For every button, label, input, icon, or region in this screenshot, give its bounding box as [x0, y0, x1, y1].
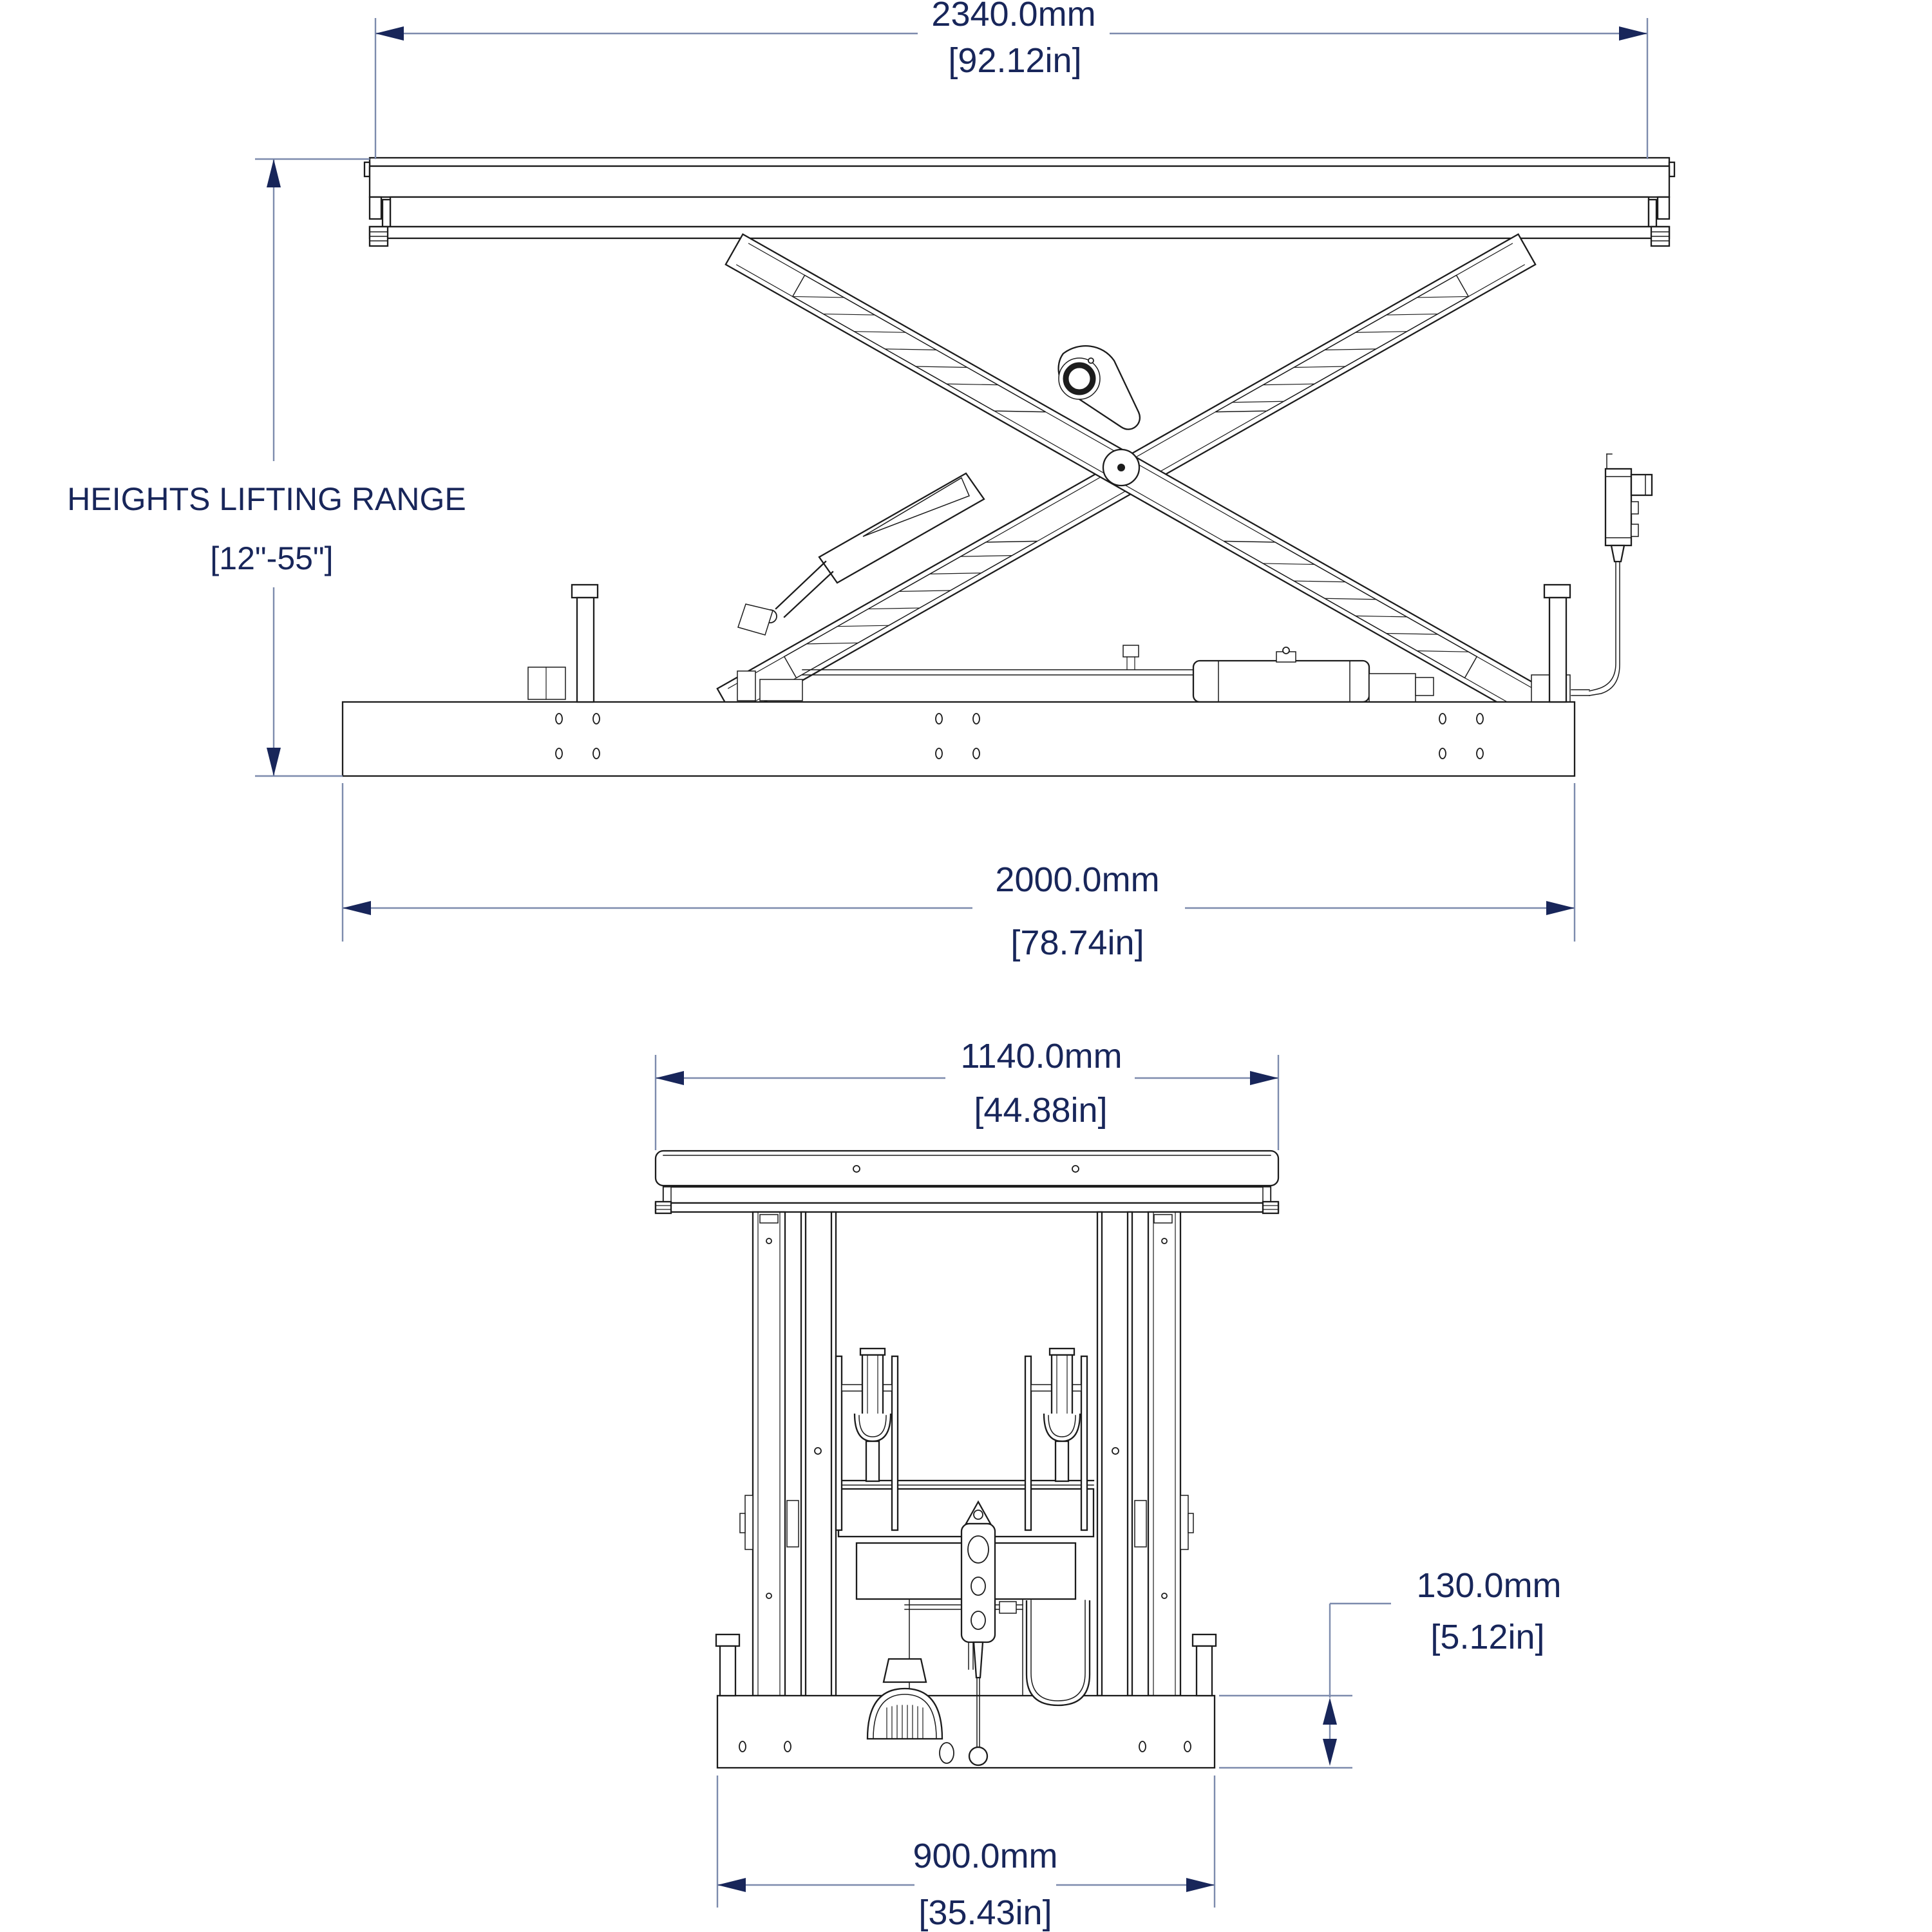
front-clevis-left [835, 1347, 899, 1531]
dimension-front-base-width: 900.0mm [35.43in] [716, 1776, 1216, 1932]
front-limit-post-right [1191, 1633, 1217, 1697]
dimension-side-top-width: 2340.0mm [92.12in] [374, 0, 1649, 159]
dimension-lifting-range: HEIGHTS LIFTING RANGE [12"-55"] [67, 158, 466, 777]
dim-side-base-width-mm: 2000.0mm [995, 860, 1159, 899]
cable-end-ring [968, 1746, 989, 1766]
dim-front-base-height-mm: 130.0mm [1416, 1566, 1561, 1605]
pendant-connector [1630, 473, 1653, 497]
cable-strain-relief [972, 1641, 984, 1679]
dim-side-top-width-mm: 2340.0mm [931, 0, 1095, 33]
roller-ring [1063, 362, 1096, 395]
pendant-cable [1589, 561, 1616, 692]
side-limit-post-right [1543, 583, 1571, 703]
pendant-button-stop [971, 1611, 986, 1630]
side-base-frame [341, 701, 1576, 777]
front-base-frame [716, 1694, 1216, 1769]
side-elevation-view: 2340.0mm [92.12in] HEIGHTS LIFTING RANGE… [67, 0, 1676, 962]
front-limit-post-left [715, 1633, 741, 1697]
front-elevation-view: 1140.0mm [44.88in] 130.0mm [5.12in] 900.… [654, 1037, 1562, 1932]
front-platform-ribbed-end-right [1262, 1200, 1280, 1215]
dimension-front-base-height: 130.0mm [5.12in] [1219, 1566, 1562, 1769]
front-platform-ribbed-end-left [654, 1200, 672, 1215]
dim-side-base-width-in: [78.74in] [1010, 923, 1144, 962]
dim-front-base-height-in: [5.12in] [1430, 1618, 1544, 1656]
dimension-front-platform-width: 1140.0mm [44.88in] [654, 1037, 1280, 1150]
base-bolt-holes [555, 713, 1484, 759]
motor-grille [886, 1705, 923, 1739]
arm-web-hatch [791, 274, 1478, 679]
cable-strain-relief [1610, 544, 1625, 563]
base-center-slot [939, 1742, 954, 1764]
side-scissor-mechanism [716, 233, 1545, 720]
power-unit [1192, 647, 1434, 703]
front-hydraulic-tank [1025, 1600, 1091, 1707]
pendant-button-down [971, 1577, 986, 1596]
pendant-button-up [967, 1535, 989, 1564]
platform-ribbed-end-right [1650, 225, 1671, 247]
side-base-equipment [527, 645, 1571, 703]
front-platform [654, 1150, 1280, 1215]
side-limit-post-left [571, 583, 599, 703]
front-pendant-control [960, 1500, 996, 1766]
side-pendant-control [1571, 453, 1653, 696]
side-platform [363, 156, 1676, 247]
dim-front-base-width-mm: 900.0mm [913, 1837, 1057, 1875]
dimension-side-base-width: 2000.0mm [78.74in] [341, 783, 1576, 962]
lifting-range-value: [12"-55"] [210, 540, 333, 576]
front-clevis-right [1024, 1347, 1088, 1531]
dim-front-base-width-in: [35.43in] [918, 1893, 1052, 1932]
center-pivot [1102, 448, 1141, 487]
front-motor [866, 1658, 943, 1740]
front-columns [739, 1211, 1194, 1697]
roller-bracket [1057, 345, 1141, 430]
platform-ribbed-end-left [368, 225, 389, 247]
dim-front-platform-width-mm: 1140.0mm [960, 1037, 1122, 1075]
dim-front-platform-width-in: [44.88in] [974, 1091, 1107, 1130]
arm-web-hatch [783, 274, 1470, 679]
lifting-range-label: HEIGHTS LIFTING RANGE [67, 481, 466, 517]
dim-side-top-width-in: [92.12in] [948, 41, 1081, 80]
hydraulic-cylinder [737, 472, 985, 636]
